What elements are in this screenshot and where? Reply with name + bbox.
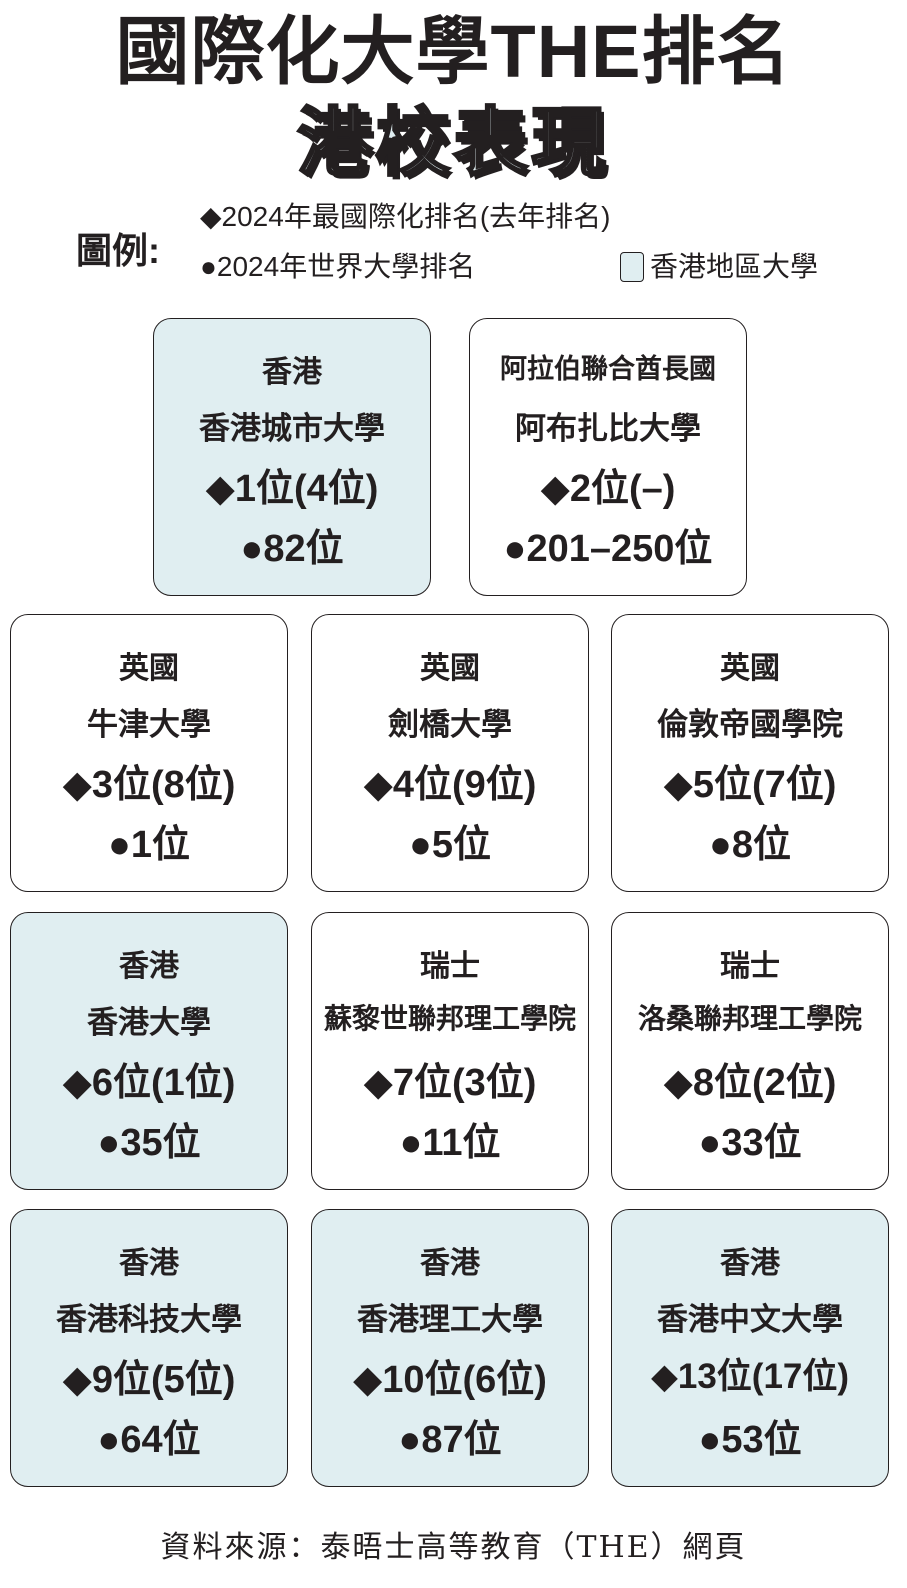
world-rank: ●87位 bbox=[398, 1419, 502, 1461]
university-name: 牛津大學 bbox=[87, 707, 211, 742]
legend-world-rank: ●2024年世界大學排名 bbox=[200, 251, 476, 282]
university-card: 香港香港科技大學 ◆9位(5位) ●64位 bbox=[10, 1209, 288, 1487]
university-name: 洛桑聯邦理工學院 bbox=[637, 1003, 862, 1034]
university-name: 香港城市大學 bbox=[199, 411, 385, 446]
sub-title: 港校表現 bbox=[296, 100, 610, 186]
card-region: 瑞士 bbox=[720, 949, 780, 984]
university-card: 英國牛津大學 ◆3位(8位) ●1位 bbox=[10, 614, 288, 892]
source-footer: 資料來源：泰晤士高等教育（THE）網頁 bbox=[160, 1530, 747, 1565]
intl-rank: ◆7位(3位) bbox=[363, 1062, 537, 1104]
legend-hk-label: 香港地區大學 bbox=[650, 251, 819, 282]
world-rank: ●1位 bbox=[107, 824, 191, 866]
university-card: 瑞士蘇黎世聯邦理工學院 ◆7位(3位) ●11位 bbox=[311, 912, 589, 1190]
university-name: 香港中文大學 bbox=[657, 1302, 843, 1337]
intl-rank: ◆10位(6位) bbox=[353, 1359, 547, 1401]
intl-rank: ◆4位(9位) bbox=[363, 764, 537, 806]
university-card: 瑞士洛桑聯邦理工學院 ◆8位(2位) ●33位 bbox=[611, 912, 889, 1190]
world-rank: ●33位 bbox=[698, 1122, 802, 1164]
world-rank: ●53位 bbox=[698, 1419, 802, 1461]
card-region: 香港 bbox=[420, 1246, 480, 1281]
world-rank: ●201–250位 bbox=[503, 528, 713, 570]
world-rank: ●82位 bbox=[240, 528, 344, 570]
card-region: 香港 bbox=[119, 1246, 179, 1281]
university-name: 蘇黎世聯邦理工學院 bbox=[323, 1003, 576, 1034]
university-name: 劍橋大學 bbox=[388, 707, 512, 742]
card-region: 英國 bbox=[119, 651, 179, 686]
university-name: 香港大學 bbox=[87, 1005, 211, 1040]
intl-rank: ◆9位(5位) bbox=[62, 1359, 236, 1401]
legend-hk: 香港地區大學 bbox=[620, 250, 818, 284]
university-card: 香港香港理工大學 ◆10位(6位) ●87位 bbox=[311, 1209, 589, 1487]
intl-rank: ◆8位(2位) bbox=[663, 1062, 837, 1104]
hk-swatch-icon bbox=[620, 252, 644, 282]
intl-rank: ◆13位(17位) bbox=[650, 1357, 850, 1396]
main-title: 國際化大學THE排名 bbox=[115, 10, 792, 93]
card-region: 香港 bbox=[262, 355, 322, 390]
university-name: 香港科技大學 bbox=[56, 1302, 242, 1337]
intl-rank: ◆5位(7位) bbox=[663, 764, 837, 806]
university-card: 英國倫敦帝國學院 ◆5位(7位) ●8位 bbox=[611, 614, 889, 892]
world-rank: ●11位 bbox=[399, 1122, 501, 1164]
university-card: 香港香港城市大學 ◆1位(4位) ●82位 bbox=[153, 318, 431, 596]
university-name: 倫敦帝國學院 bbox=[657, 707, 843, 742]
university-name: 阿布扎比大學 bbox=[515, 411, 701, 446]
university-card: 阿拉伯聯合酋長國阿布扎比大學 ◆2位(–) ●201–250位 bbox=[469, 318, 747, 596]
card-region: 香港 bbox=[720, 1246, 780, 1281]
world-rank: ●8位 bbox=[708, 824, 792, 866]
university-name: 香港理工大學 bbox=[357, 1302, 543, 1337]
world-rank: ●35位 bbox=[97, 1122, 201, 1164]
university-card: 英國劍橋大學 ◆4位(9位) ●5位 bbox=[311, 614, 589, 892]
world-rank: ●5位 bbox=[408, 824, 492, 866]
university-card: 香港香港中文大學 ◆13位(17位) ●53位 bbox=[611, 1209, 889, 1487]
legend-label: 圖例: bbox=[76, 230, 160, 271]
card-region: 阿拉伯聯合酋長國 bbox=[500, 354, 716, 385]
card-region: 香港 bbox=[119, 949, 179, 984]
world-rank: ●64位 bbox=[97, 1419, 201, 1461]
intl-rank: ◆6位(1位) bbox=[62, 1062, 236, 1104]
card-region: 英國 bbox=[720, 651, 780, 686]
card-region: 英國 bbox=[420, 651, 480, 686]
card-region: 瑞士 bbox=[420, 949, 480, 984]
intl-rank: ◆1位(4位) bbox=[205, 468, 379, 510]
intl-rank: ◆3位(8位) bbox=[62, 764, 236, 806]
legend-intl-rank: ◆2024年最國際化排名(去年排名) bbox=[200, 201, 611, 232]
university-card: 香港香港大學 ◆6位(1位) ●35位 bbox=[10, 912, 288, 1190]
intl-rank: ◆2位(–) bbox=[540, 468, 676, 510]
